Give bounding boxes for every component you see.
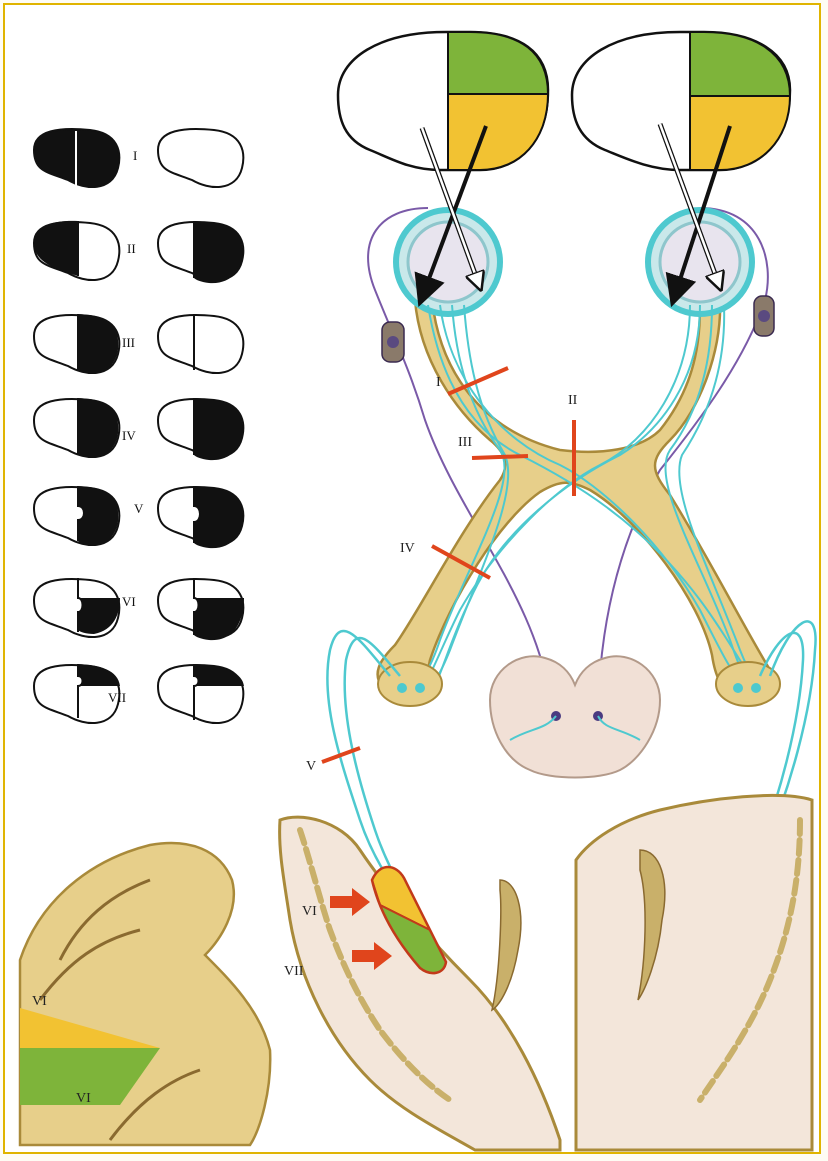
lesion-marker-V: V bbox=[306, 748, 360, 774]
coronal-brain-section bbox=[280, 795, 812, 1150]
lesion-label: II bbox=[568, 393, 578, 408]
lateral-geniculate-right bbox=[716, 662, 780, 706]
defect-label: I bbox=[133, 148, 137, 163]
right-field bbox=[158, 129, 243, 187]
ciliary-ganglion-right bbox=[754, 296, 774, 336]
right-eye-visual-field bbox=[572, 32, 790, 170]
defect-label: VII bbox=[108, 690, 126, 705]
right-eyeball bbox=[648, 210, 752, 314]
field-row-I: I bbox=[34, 129, 243, 187]
defect-label: III bbox=[122, 335, 135, 350]
lesion-label: IV bbox=[400, 541, 415, 556]
lesion-label: I bbox=[436, 375, 441, 390]
ciliary-ganglion-left bbox=[382, 322, 404, 362]
field-row-III: III bbox=[34, 314, 243, 374]
field-row-IV: IV bbox=[34, 398, 243, 460]
field-row-II: II bbox=[34, 221, 243, 283]
field-row-VI: VI bbox=[34, 578, 244, 640]
visual-field-chart: I II III IV bbox=[34, 129, 244, 723]
defect-label: VI bbox=[122, 594, 136, 609]
optic-chiasm-tracts bbox=[378, 300, 773, 701]
lesion-label: III bbox=[458, 435, 472, 450]
midbrain bbox=[490, 656, 660, 777]
defect-label: V bbox=[134, 501, 144, 516]
left-eye-visual-field bbox=[338, 32, 548, 170]
defect-label: II bbox=[127, 241, 136, 256]
sagittal-label-upper: VI bbox=[32, 994, 47, 1009]
cortex-label-upper: VI bbox=[302, 904, 317, 919]
field-row-V: V bbox=[34, 486, 243, 548]
sagittal-brain-section bbox=[20, 843, 270, 1145]
cortex-label-lower: VII bbox=[284, 964, 304, 979]
defect-label: IV bbox=[122, 428, 136, 443]
lateral-geniculate-left bbox=[378, 662, 442, 706]
lesion-label: V bbox=[306, 759, 316, 774]
sagittal-label-lower: VI bbox=[76, 1091, 91, 1106]
field-row-VII: VII bbox=[34, 664, 244, 723]
